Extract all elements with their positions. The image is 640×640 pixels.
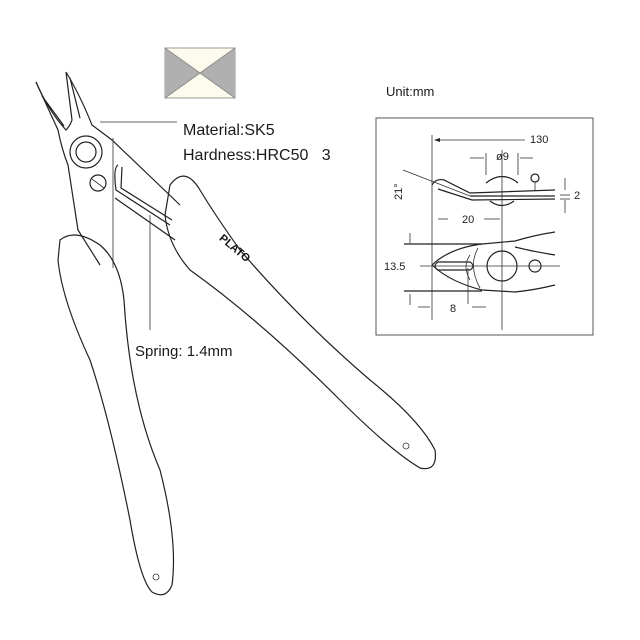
brand-logo: PLATO	[217, 232, 253, 265]
unit-label: Unit:mm	[386, 84, 434, 99]
dimension-drawing: 130 ø9 21° 2 20 13.5	[375, 117, 594, 336]
dim-length: 130	[530, 134, 548, 146]
dim-blade-length: 8	[450, 303, 456, 315]
spring-label: Spring: 1.4mm	[135, 343, 233, 360]
hardness-label: Hardness:HRC50 3	[183, 147, 331, 164]
dim-pivot-offset: 20	[462, 214, 474, 226]
material-label: Material:SK5	[183, 122, 275, 139]
dim-thickness: 2	[574, 190, 580, 202]
material-cut-icon	[164, 47, 236, 99]
dim-width: 13.5	[384, 261, 405, 273]
pliers-illustration: PLATO	[35, 71, 437, 596]
dim-angle: 21°	[393, 183, 405, 200]
dim-pivot-diameter: ø9	[496, 151, 509, 163]
